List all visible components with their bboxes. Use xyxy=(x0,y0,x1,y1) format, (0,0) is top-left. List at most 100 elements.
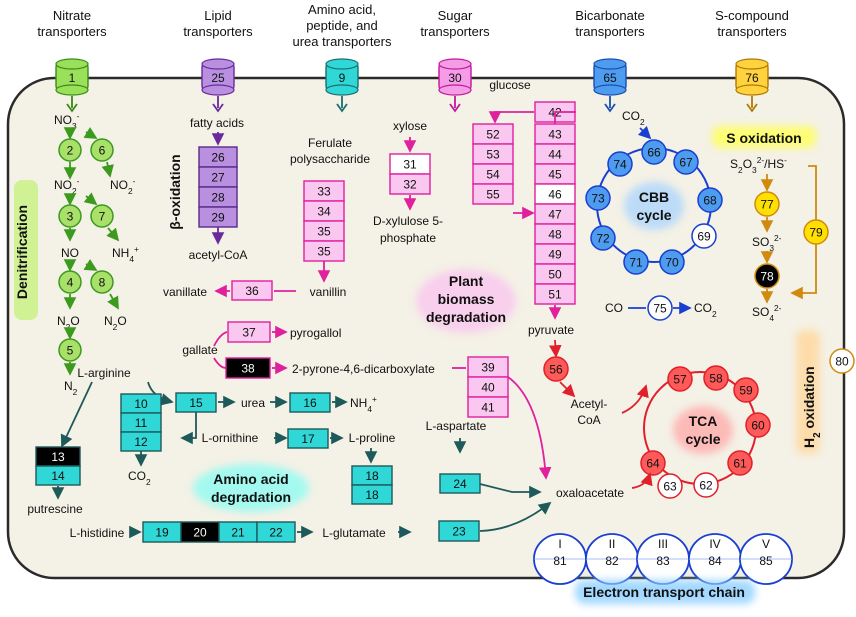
transporter-label: transporters xyxy=(183,24,253,39)
enzyme-number: 54 xyxy=(486,168,500,182)
enzyme-number: 3 xyxy=(67,210,74,224)
enzyme-number: 51 xyxy=(548,288,562,302)
enzyme-number: 20 xyxy=(193,526,207,540)
complex-roman: V xyxy=(762,537,770,551)
enzyme-number: 67 xyxy=(679,156,693,170)
complex-number: 83 xyxy=(656,554,670,568)
label: L-arginine xyxy=(77,366,131,380)
formula: CO2 xyxy=(694,301,717,319)
enzyme-number: 22 xyxy=(269,526,283,540)
enzyme-number: 17 xyxy=(301,432,315,446)
formula-part: - xyxy=(77,176,80,186)
transporter-label: peptide, and xyxy=(306,18,378,33)
formula-part: + xyxy=(372,394,377,404)
formula-part: 2 xyxy=(128,186,133,196)
enzyme-number: 24 xyxy=(453,477,467,491)
label: fatty acids xyxy=(190,116,244,130)
enzyme-circle xyxy=(623,249,649,275)
arrow xyxy=(488,111,534,124)
label: D-xylulose 5- xyxy=(373,214,443,228)
enzyme-number: 39 xyxy=(481,361,495,375)
formula: NO3- xyxy=(54,111,80,131)
formula-part: O xyxy=(117,314,126,328)
enzyme-number: 7 xyxy=(99,210,106,224)
enzyme-number: 31 xyxy=(403,158,417,172)
transporter-top xyxy=(735,58,769,70)
complex-number: 85 xyxy=(759,554,773,568)
formula-part: NO xyxy=(54,113,72,127)
enzyme-number: 12 xyxy=(134,435,148,449)
complex-number: 84 xyxy=(708,554,722,568)
transporter-bottom xyxy=(325,84,359,96)
enzyme-number: 73 xyxy=(591,192,605,206)
formula-part: 2 xyxy=(73,387,78,397)
enzyme-circle xyxy=(543,356,569,382)
enzyme-number: 46 xyxy=(548,188,562,202)
formula-part: - xyxy=(784,155,787,165)
enzyme-number: 69 xyxy=(697,230,711,244)
enzyme-box xyxy=(227,321,271,343)
arrow xyxy=(479,483,542,499)
enzyme-number: 50 xyxy=(548,268,562,282)
enzyme-circle xyxy=(659,249,685,275)
label: L-histidine xyxy=(70,526,125,540)
label: pyrogallol xyxy=(290,326,341,340)
enzyme-circle xyxy=(703,365,729,391)
enzyme-number: 44 xyxy=(548,148,562,162)
formula-part: CO xyxy=(694,301,712,315)
arrow xyxy=(107,293,119,310)
enzyme-circle xyxy=(90,138,114,162)
formula-part: 2- xyxy=(757,155,765,165)
transporter-number: 9 xyxy=(339,71,346,85)
formula-part: 2 xyxy=(66,322,71,332)
enzyme-circle xyxy=(691,223,717,249)
enzyme-number: 53 xyxy=(486,148,500,162)
arrowhead xyxy=(212,103,224,113)
enzyme-number: 70 xyxy=(665,256,679,270)
transporter-top xyxy=(593,58,627,70)
enzyme-circle xyxy=(745,412,771,438)
enzyme-number: 47 xyxy=(548,208,562,222)
transporter-top xyxy=(438,58,472,70)
enzyme-circle xyxy=(641,139,667,165)
enzyme-box xyxy=(439,473,481,494)
enzyme-number: 78 xyxy=(760,270,774,284)
enzyme-number: 41 xyxy=(481,401,495,415)
enzyme-number: 59 xyxy=(739,384,753,398)
enzyme-box xyxy=(467,396,509,418)
s-oxidation-glow xyxy=(712,126,816,148)
transporter-label: Bicarbonate xyxy=(575,8,644,23)
arrow xyxy=(83,127,98,139)
formula-part: 4 xyxy=(129,254,134,264)
enzyme-number: 57 xyxy=(673,373,687,387)
cbb-title-glow xyxy=(624,182,684,230)
arrow xyxy=(549,339,562,358)
transporter-label: Sugar xyxy=(438,8,473,23)
formula-part: 2 xyxy=(72,186,77,196)
label: urea xyxy=(241,396,265,410)
enzyme-number: 13 xyxy=(51,450,65,464)
enzyme-number: 4 xyxy=(67,276,74,290)
transporter-label: transporters xyxy=(717,24,787,39)
enzyme-number: 35 xyxy=(317,245,331,259)
arrow xyxy=(101,161,114,178)
enzyme-box xyxy=(472,183,514,205)
enzyme-number: 45 xyxy=(548,168,562,182)
enzyme-number: 27 xyxy=(211,171,225,185)
enzyme-number: 63 xyxy=(663,480,677,494)
formula: SO32- xyxy=(752,233,782,253)
formula-part: CO xyxy=(128,469,146,483)
enzyme-circle xyxy=(607,151,633,177)
complex-number: 82 xyxy=(605,554,619,568)
complex-roman: II xyxy=(609,537,616,551)
arrow xyxy=(631,472,653,489)
enzyme-number: 75 xyxy=(653,302,667,316)
label: pyruvate xyxy=(528,323,574,337)
complex-roman: I xyxy=(558,537,561,551)
formula-part: N xyxy=(64,379,73,393)
label: putrescine xyxy=(27,502,83,516)
formula-part: S xyxy=(730,157,738,171)
enzyme-circle xyxy=(90,270,114,294)
formula-part: - xyxy=(133,176,136,186)
arrow xyxy=(213,331,228,347)
